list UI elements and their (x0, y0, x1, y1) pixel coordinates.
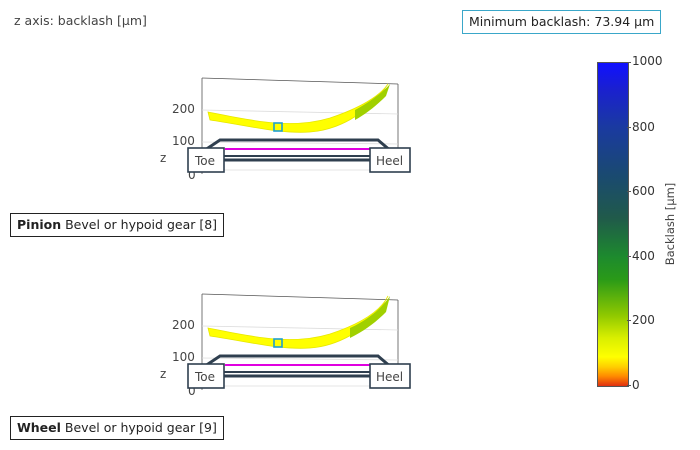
minimum-backlash-badge: Minimum backlash: 73.94 µm (462, 10, 662, 34)
colorbar-tick-600: 600 (632, 184, 655, 198)
svg-text:Heel: Heel (376, 154, 403, 168)
axis-title: z axis: backlash [µm] (14, 13, 147, 28)
svg-text:Heel: Heel (376, 370, 403, 384)
z-tick-100: 100 (172, 134, 195, 148)
pinion-backlash-plot[interactable]: 200 100 0 z Toe Heel (160, 70, 420, 190)
wheel-label-rest: Bevel or hypoid gear [9] (60, 420, 217, 435)
wheel-label-bold: Wheel (17, 420, 61, 435)
colorbar-mark (627, 256, 631, 257)
minimum-backlash-marker[interactable] (273, 122, 283, 132)
pinion-label-rest: Bevel or hypoid gear [8] (61, 217, 218, 232)
z-tick-200: 200 (172, 102, 195, 116)
heel-label: Heel (369, 147, 411, 173)
colorbar-mark (627, 62, 631, 63)
heel-label: Heel (369, 363, 411, 389)
z-tick-0: 0 (188, 384, 196, 398)
z-tick-0: 0 (188, 168, 196, 182)
colorbar-tick-400: 400 (632, 249, 655, 263)
colorbar-mark (627, 191, 631, 192)
z-tick-100: 100 (172, 350, 195, 364)
minimum-backlash-marker[interactable] (273, 338, 283, 348)
svg-text:Toe: Toe (194, 154, 215, 168)
plot-frame (201, 293, 399, 390)
backlash-colorbar (597, 62, 629, 387)
toe-label: Toe (187, 363, 225, 389)
backlash-surface (207, 295, 389, 349)
svg-text:Toe: Toe (194, 370, 215, 384)
colorbar-mark (627, 385, 631, 386)
colorbar-tick-800: 800 (632, 120, 655, 134)
backlash-surface-high (350, 296, 390, 338)
z-tick-200: 200 (172, 318, 195, 332)
backlash-surface-high (355, 84, 390, 120)
colorbar-mark (627, 320, 631, 321)
pinion-label: Pinion Bevel or hypoid gear [8] (10, 213, 225, 237)
z-axis-letter: z (160, 151, 166, 165)
wheel-label: Wheel Bevel or hypoid gear [9] (10, 416, 224, 440)
colorbar-tick-200: 200 (632, 313, 655, 327)
colorbar-tick-1000: 1000 (632, 54, 663, 68)
z-axis-letter: z (160, 367, 166, 381)
colorbar-mark (627, 127, 631, 128)
pinion-label-bold: Pinion (17, 217, 62, 232)
colorbar-tick-0: 0 (632, 378, 640, 392)
wheel-backlash-plot[interactable]: 200 100 0 z Toe Heel (160, 286, 420, 406)
colorbar-title: Backlash [µm] (663, 182, 677, 266)
toe-label: Toe (187, 147, 225, 173)
